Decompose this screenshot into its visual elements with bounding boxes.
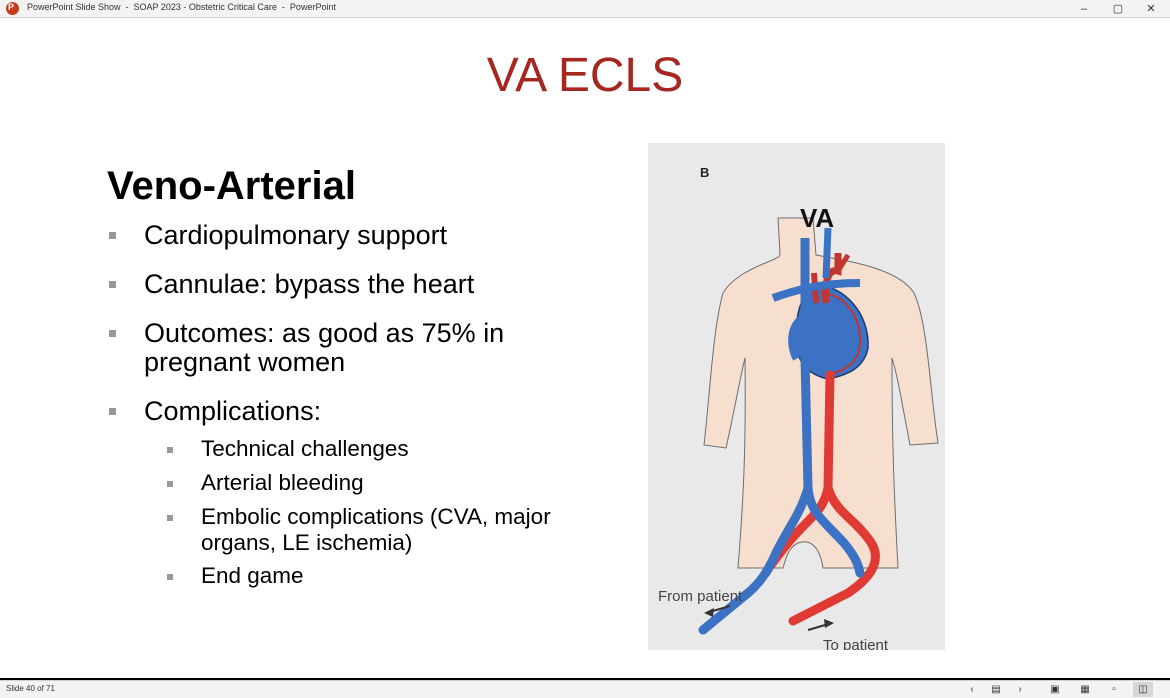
bullet-marker [109,281,116,288]
bullet-marker [109,330,116,337]
close-button[interactable]: ✕ [1132,0,1170,17]
to-patient-label: To patient [823,637,889,650]
powerpoint-icon: P [6,2,19,15]
slide-sorter-button[interactable]: ▦ [1075,682,1095,697]
jugular-vein [822,227,832,279]
to-patient-arrowhead [824,619,834,628]
slide-menu-icon: ▤ [991,684,1001,695]
slide-title: VA ECLS [486,49,684,102]
window-titlebar: P PowerPoint Slide Show - SOAP 2023 - Ob… [0,0,1170,18]
slideshow-view-button[interactable]: ◫ [1133,682,1153,697]
heart-outline-red [822,292,862,375]
sub-bullet-text: Technical challenges [201,436,409,461]
iliac-artery-right [788,483,880,626]
sub-bullet-text: Embolic complications (CVA, major [201,504,551,529]
minimize-icon: – [1080,2,1088,15]
bullet-marker [109,232,116,239]
minimize-button[interactable]: – [1065,0,1103,17]
chevron-left-icon: ‹ [970,684,974,695]
va-label: VA [800,203,834,233]
bullet-text: Cannulae: bypass the heart [144,269,475,299]
subclavian-vein [771,279,861,302]
from-patient-label: From patient [658,588,743,605]
normal-view-button[interactable]: ▣ [1045,682,1065,697]
iliac-vein-left [698,483,813,635]
bullet-marker [109,408,116,415]
reading-view-button[interactable]: ▫ [1104,682,1124,697]
next-slide-button[interactable]: › [1010,682,1030,697]
bullet-text: Cardiopulmonary support [144,220,448,250]
slide-heading: Veno-Arterial [107,164,356,208]
slide-menu-button[interactable]: ▤ [986,682,1006,697]
panel-label: B [700,165,709,180]
sub-bullet-text: Arterial bleeding [201,470,364,495]
sub-bullet-marker [167,447,173,453]
chevron-right-icon: › [1018,684,1022,695]
window-title: PowerPoint Slide Show - SOAP 2023 - Obst… [27,2,336,12]
normal-view-icon: ▣ [1050,684,1060,695]
powerpoint-icon-letter: P [8,2,15,12]
bullet-text-continued: pregnant women [144,347,346,377]
arch-branch-2 [835,253,851,273]
va-ecls-diagram: B VA From patient To patient [648,143,945,650]
bullet-text: Complications: [144,396,322,426]
previous-slide-button[interactable]: ‹ [962,682,982,697]
slide-canvas[interactable]: VA ECLS Veno-Arterial Cardiopulmonary su… [0,18,1170,678]
body-silhouette [703,217,939,569]
inferior-vena-cava [800,353,865,578]
sub-bullet-text-continued: organs, LE ischemia) [201,530,413,555]
maximize-icon: ▢ [1112,3,1124,15]
close-icon: ✕ [1146,3,1156,15]
slide-sorter-icon: ▦ [1080,684,1090,695]
from-patient-arrowhead [704,608,714,617]
sub-bullet-marker [167,481,173,487]
status-bar: Slide 40 of 71 ‹ ▤ › ▣ ▦ ▫ ◫ [0,680,1170,698]
slideshow-icon: ◫ [1138,684,1148,695]
sub-bullet-text: End game [201,563,304,588]
maximize-button[interactable]: ▢ [1099,0,1137,17]
bullet-text: Outcomes: as good as 75% in [144,318,505,348]
diagram-svg: B VA From patient To patient [658,165,939,650]
slide-counter: Slide 40 of 71 [6,684,55,693]
reading-view-icon: ▫ [1112,684,1116,695]
vein-right-atrium [788,312,810,361]
sub-bullet-marker [167,515,173,521]
sub-bullet-marker [167,574,173,580]
